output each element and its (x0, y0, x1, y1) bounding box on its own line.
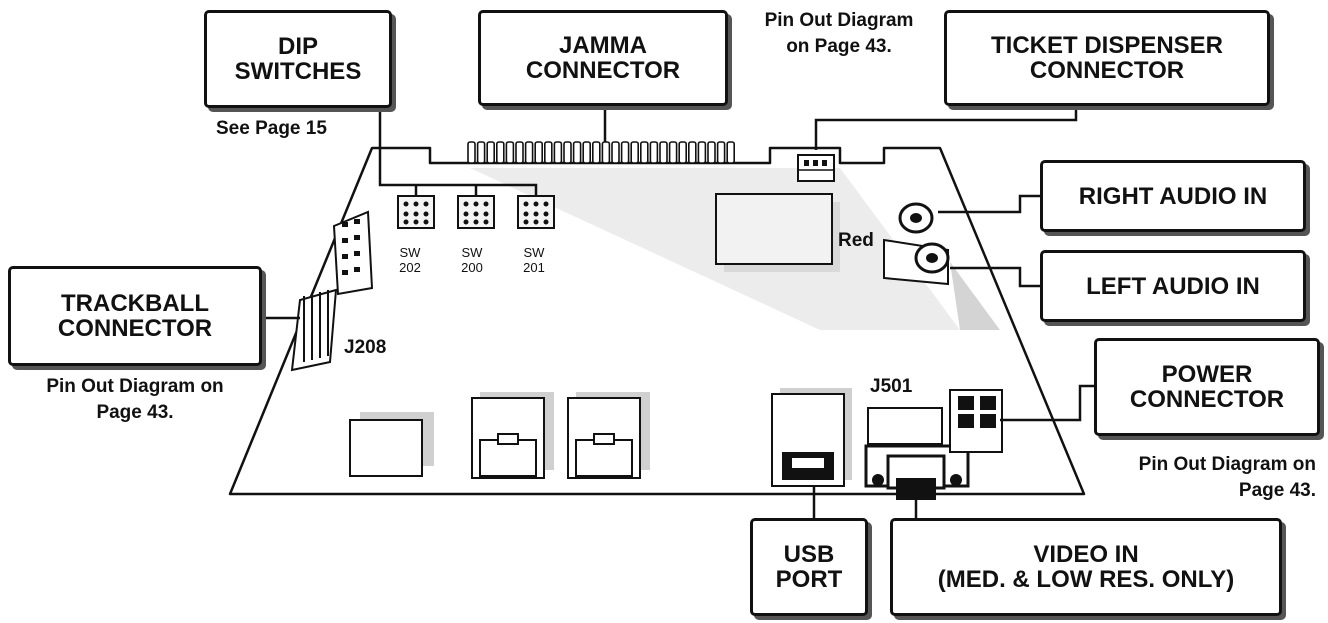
jamma-pin (543, 141, 553, 164)
jamma-pinout-line1: Pin Out Diagram (764, 10, 914, 31)
sw202-label-top: SW (400, 245, 422, 260)
video-line1: VIDEO IN (1033, 541, 1139, 568)
jamma-pin (639, 141, 649, 164)
usb-line1: USB (783, 541, 835, 568)
sw201-label-num: 201 (523, 260, 545, 275)
jamma-pin (611, 141, 620, 164)
jamma-pin (687, 141, 697, 164)
power-line2: CONNECTOR (1129, 386, 1285, 413)
left-audio-callout: LEFT AUDIO IN (1040, 250, 1306, 322)
jamma-pin (591, 141, 601, 164)
sw200-label-top: SW (462, 245, 484, 260)
jamma-pin (668, 141, 678, 164)
jamma-pin (726, 141, 736, 164)
sw200-label-num: 200 (461, 260, 483, 275)
jamma-pin (563, 141, 572, 164)
jamma-pin (553, 141, 563, 164)
jamma-pin (582, 141, 592, 164)
vga-video-connector (864, 407, 970, 500)
sw202-label-num: 202 (399, 260, 421, 275)
trackball-pinout-line2: Page 43. (96, 402, 174, 423)
jamma-pin (524, 141, 534, 164)
jamma-pin (659, 141, 668, 164)
rj45-jack-left (471, 392, 554, 479)
ticket-line1: TICKET DISPENSER (990, 32, 1224, 59)
trackball-pinout-line1: Pin Out Diagram on (46, 376, 224, 397)
jamma-pin (620, 141, 630, 164)
video-line2: (MED. & LOW RES. ONLY) (937, 566, 1235, 593)
ticket-dispenser-header (797, 154, 835, 182)
jamma-connector-callout: JAMMA CONNECTOR (478, 10, 728, 106)
trackball-line2: CONNECTOR (57, 315, 213, 342)
red-label: Red (838, 230, 874, 251)
jamma-pin (515, 141, 524, 164)
jamma-edge-pins (467, 141, 736, 164)
dip-switch-sw200 (457, 195, 495, 229)
jamma-line2: CONNECTOR (525, 57, 681, 84)
usb-port-jack (771, 388, 852, 487)
main-chip (715, 193, 840, 272)
bottom-block-connector (349, 412, 434, 477)
dip-switch-sw202 (397, 195, 435, 229)
dip-switch-sw201 (517, 195, 555, 229)
usb-port-callout: USB PORT (750, 518, 868, 616)
jamma-pin (495, 141, 505, 164)
rj45-jack-right (567, 392, 650, 479)
trackball-line1: TRACKBALL (61, 290, 209, 317)
see-page-note: See Page 15 (216, 116, 327, 142)
jamma-line1: JAMMA (558, 32, 647, 59)
trackball-header-j208 (290, 288, 338, 372)
power-pinout-note: Pin Out Diagram on Page 43. (1094, 452, 1316, 504)
jamma-pin (649, 141, 659, 164)
sw201-label-top: SW (524, 245, 546, 260)
trackball-pinout-note: Pin Out Diagram on Page 43. (24, 374, 246, 426)
jamma-pin (486, 141, 496, 164)
jamma-pin (678, 141, 688, 164)
jamma-pin (534, 141, 544, 164)
see-page-text: See Page 15 (216, 118, 327, 139)
jamma-pin (601, 141, 611, 164)
dip-switches-line2: SWITCHES (234, 58, 362, 85)
dip-switches-line1: DIP (277, 33, 318, 60)
video-in-callout: VIDEO IN (MED. & LOW RES. ONLY) (890, 518, 1282, 616)
right-audio-label: RIGHT AUDIO IN (1078, 182, 1268, 210)
jamma-pin (630, 141, 640, 164)
power-pinout-line1: Pin Out Diagram on (1138, 454, 1316, 475)
usb-line2: PORT (775, 566, 843, 593)
jamma-pin (707, 141, 716, 164)
upper-pin-header (332, 210, 374, 296)
dip-switches-callout: DIP SWITCHES (204, 10, 392, 108)
trackball-connector-callout: TRACKBALL CONNECTOR (8, 266, 262, 366)
j501-label: J501 (870, 376, 913, 397)
jamma-pin (572, 141, 582, 164)
ticket-line2: CONNECTOR (1029, 57, 1185, 84)
jamma-pin (505, 141, 515, 164)
jamma-pin (476, 141, 486, 164)
jamma-pin (467, 141, 476, 164)
j208-label: J208 (344, 337, 386, 358)
power-line1: POWER (1161, 361, 1253, 388)
jamma-pin (716, 141, 726, 164)
right-audio-callout: RIGHT AUDIO IN (1040, 160, 1306, 232)
leader-lines (262, 106, 1094, 518)
audio-jacks (883, 202, 1000, 330)
jamma-pin (697, 141, 707, 164)
jamma-pinout-line2: on Page 43. (786, 36, 892, 57)
power-connector-header (949, 389, 1003, 453)
ticket-dispenser-callout: TICKET DISPENSER CONNECTOR (944, 10, 1270, 106)
power-connector-callout: POWER CONNECTOR (1094, 338, 1320, 436)
left-audio-label: LEFT AUDIO IN (1086, 272, 1260, 300)
jamma-pinout-note: Pin Out Diagram on Page 43. (744, 8, 934, 60)
power-pinout-line2: Page 43. (1238, 480, 1316, 501)
